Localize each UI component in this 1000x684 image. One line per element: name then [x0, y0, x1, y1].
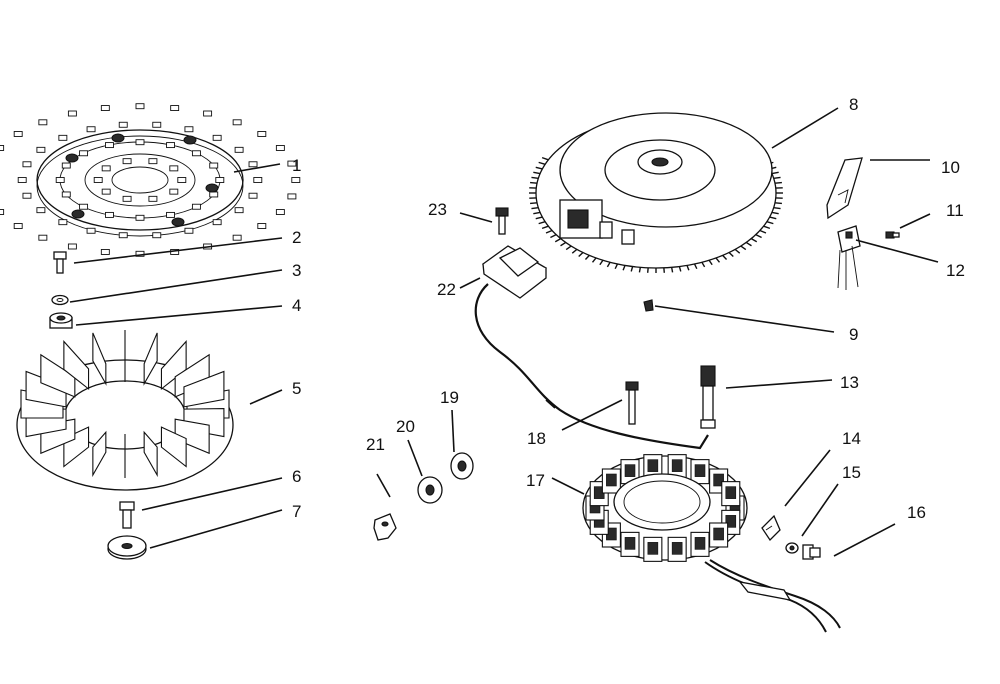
- part-16-screw: [802, 544, 821, 560]
- part-10-bracket: [826, 157, 863, 220]
- callout-5: 5: [292, 379, 302, 398]
- callout-10: 10: [941, 158, 960, 177]
- callout-14: 14: [842, 429, 861, 448]
- callout-11: 11: [946, 201, 964, 220]
- part-20-washer: [417, 476, 443, 504]
- part-21-clamp: [373, 513, 397, 541]
- callout-15: 15: [842, 463, 861, 482]
- part-18-screw: [625, 381, 639, 425]
- part-22-module: [474, 245, 709, 450]
- callout-19: 19: [440, 388, 459, 407]
- callout-3: 3: [292, 261, 302, 280]
- callout-12: 12: [946, 261, 965, 280]
- callout-8: 8: [849, 95, 859, 114]
- callout-7: 7: [292, 502, 302, 521]
- callout-17: 17: [526, 471, 545, 490]
- part-11-screw: [885, 231, 900, 239]
- part-8-flywheel: [529, 112, 783, 273]
- part-4-spacer: [49, 312, 73, 329]
- leader-lines: [69, 107, 939, 557]
- part-5-fan: [16, 330, 234, 491]
- part-9-key: [643, 299, 654, 312]
- callout-13: 13: [840, 373, 859, 392]
- part-23-screw: [495, 207, 509, 235]
- callout-20: 20: [396, 417, 415, 436]
- part-19-washer: [450, 452, 474, 480]
- callout-1: 1: [292, 156, 302, 175]
- part-14-clip: [761, 514, 781, 542]
- part-12-bracket: [837, 225, 861, 290]
- callout-21: 21: [366, 435, 385, 454]
- part-6-bolt: [119, 501, 135, 529]
- callout-18: 18: [527, 429, 546, 448]
- callout-6: 6: [292, 467, 302, 486]
- part-13-connector: [700, 365, 716, 429]
- part-7-washer: [107, 535, 147, 560]
- callout-9: 9: [849, 325, 859, 344]
- callout-23: 23: [428, 200, 447, 219]
- callout-16: 16: [907, 503, 926, 522]
- part-17-stator: [582, 454, 841, 633]
- part-3-washer: [51, 294, 69, 306]
- part-2-bolt: [53, 251, 67, 274]
- callout-2: 2: [292, 228, 302, 247]
- callout-22: 22: [437, 280, 456, 299]
- part-1-grille-screen: [0, 103, 301, 257]
- callout-4: 4: [292, 296, 302, 315]
